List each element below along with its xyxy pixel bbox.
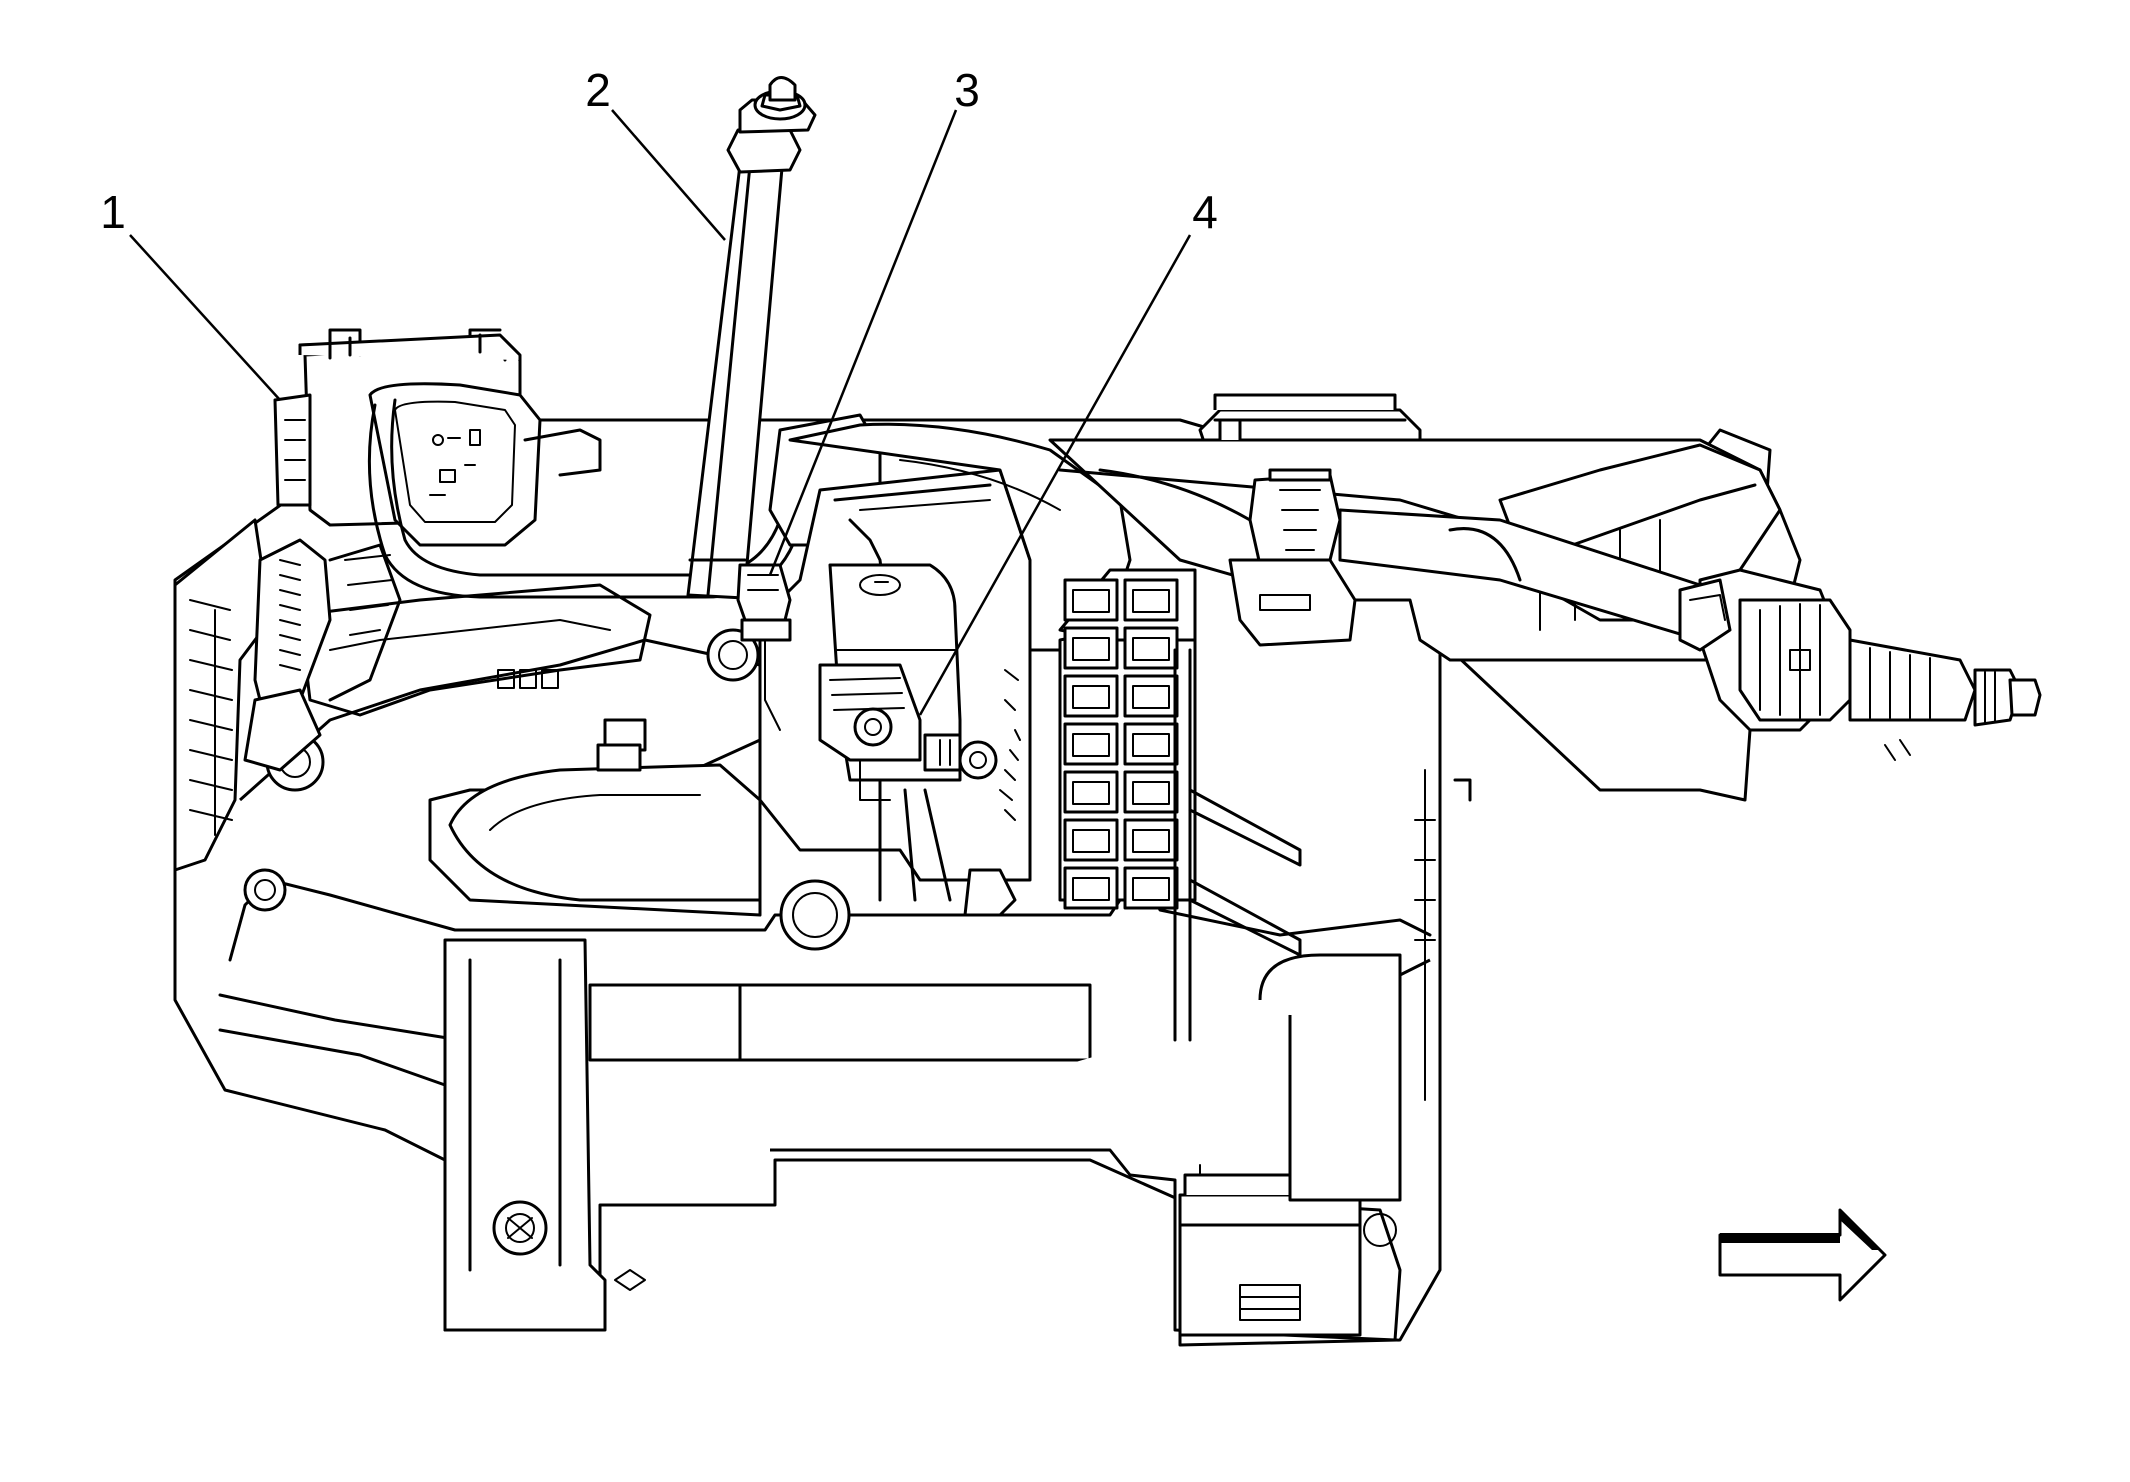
callout-1: 1 — [100, 186, 126, 238]
leader-1 — [129, 234, 281, 401]
rib-cell-inner — [1072, 877, 1110, 901]
left-ribbed-wall — [173, 518, 272, 872]
rib-cell-inner — [1132, 733, 1170, 757]
rib-cell-inner — [1072, 733, 1110, 757]
gate-plate — [239, 583, 851, 951]
rib-cell-inner — [1072, 589, 1110, 613]
callout-labels: 1 2 3 4 — [100, 64, 1218, 238]
leader-3 — [768, 109, 958, 576]
part-1-sensor-module — [273, 328, 814, 599]
rib-cell-inner — [1072, 637, 1110, 661]
callout-4: 4 — [1192, 186, 1218, 238]
rib-cell-inner — [1132, 781, 1170, 805]
rib-grid-block — [1058, 568, 1302, 1042]
rib-cell-inner — [1072, 781, 1110, 805]
shifter-center-body — [736, 413, 1132, 917]
rib-cell-inner — [1072, 829, 1110, 853]
direction-arrow-icon — [1718, 1208, 1887, 1302]
cable-support-arm — [1048, 393, 2042, 761]
leader-2 — [611, 109, 726, 241]
callout-2: 2 — [585, 64, 611, 116]
rib-cell-inner — [1132, 829, 1170, 853]
part-2-shift-lever — [686, 76, 817, 600]
callout-leaders — [129, 109, 1192, 716]
callout-3: 3 — [954, 64, 980, 116]
rib-cell-inner — [1132, 637, 1170, 661]
top-bracket — [298, 333, 602, 477]
rib-cell-inner — [1072, 685, 1110, 709]
detent-spring-mechanism — [243, 538, 402, 772]
rib-cell-inner — [1132, 589, 1170, 613]
leader-4 — [918, 234, 1192, 716]
rib-cell-inner — [1132, 877, 1170, 901]
rib-cell-inner — [1132, 685, 1170, 709]
